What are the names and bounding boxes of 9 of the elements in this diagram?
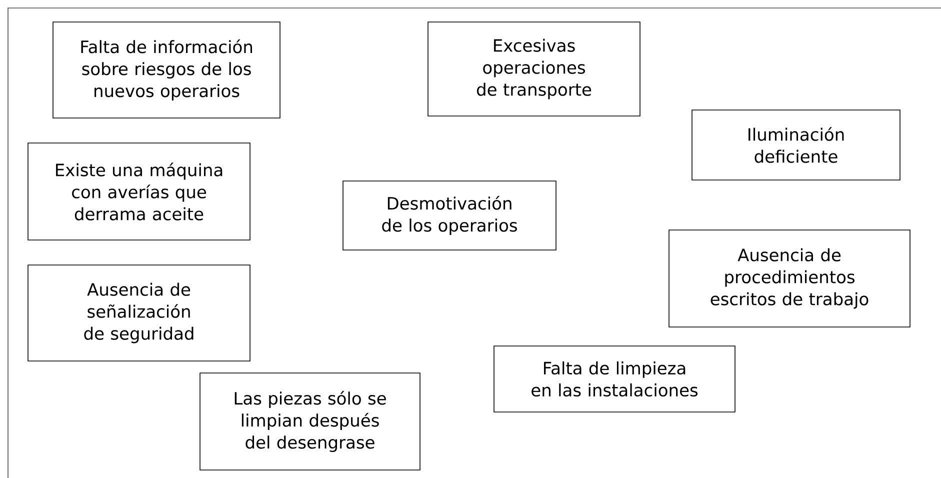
cause-box: Desmotivación de los operarios <box>342 180 556 250</box>
cause-box: Existe una máquina con averías que derrama aceite <box>28 142 250 240</box>
cause-box: Iluminación deficiente <box>692 110 900 180</box>
cause-box: Falta de información sobre riesgos de los nuevos operarios <box>52 22 280 118</box>
cause-box: Las piezas sólo se limpian después del desengrase <box>200 372 420 470</box>
cause-box: Falta de limpieza en las instalaciones <box>494 346 736 412</box>
cause-box: Ausencia de señalización de seguridad <box>28 264 250 362</box>
cause-box: Excesivas operaciones de transporte <box>428 22 640 116</box>
cause-box: Ausencia de procedimientos escritos de trabajo <box>668 230 910 328</box>
